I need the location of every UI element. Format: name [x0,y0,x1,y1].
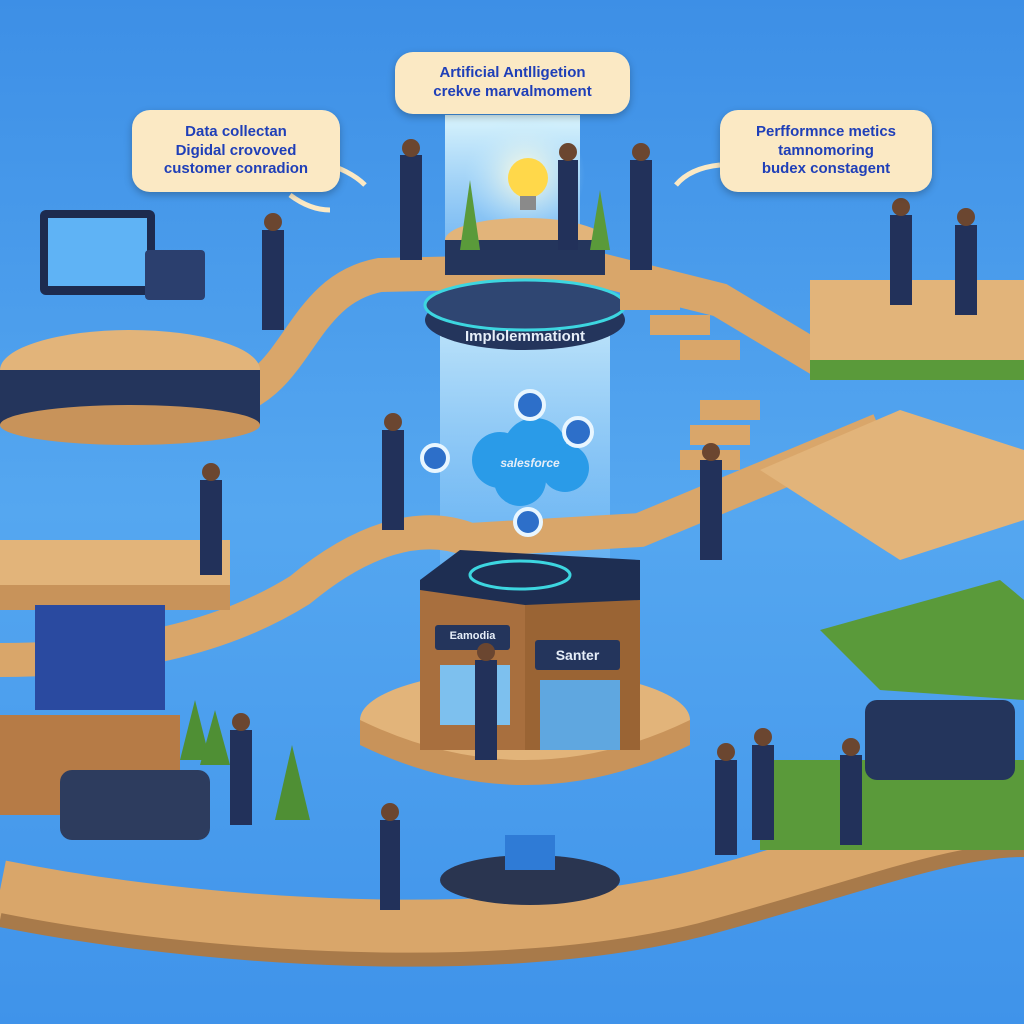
store-side-sign: Eamodia [449,630,496,642]
person [752,745,774,840]
callout-data-collection: Data collectan Digidal crovoved customer… [132,110,340,192]
app-icon [514,389,546,421]
lightbulb-icon [508,158,548,198]
platform-left-middle [0,540,230,590]
person [700,460,722,560]
person [630,160,652,270]
platform-performance [810,280,1024,370]
pickup-truck-left [60,770,210,840]
person [558,160,578,250]
person [955,225,977,315]
store-front-sign: Santer [555,647,600,663]
callout-perf-line1: Perfformnce metics [755,122,897,140]
person [262,230,284,330]
callout-perf-line3: budex constagent [761,160,891,178]
app-icon [513,507,543,537]
callout-data-line3: customer conradion [163,160,309,178]
callout-perf-line2: tamnomoring [778,141,874,159]
callout-data-line1: Data collectan [185,122,287,140]
person [715,760,737,855]
implementation-sign: Implolemmationt [464,328,585,345]
app-icon [420,443,450,473]
platform-analytics [760,410,1024,560]
person [475,660,497,760]
callout-ai-line2: crekve marvalmoment [433,83,592,100]
callout-data-line2: Digidal crovoved [175,141,297,159]
person [400,155,422,260]
app-icon [562,416,594,448]
cloud-label: salesforce [500,456,560,470]
callout-ai: Artificial Antlligetion crekve marvalmom… [395,52,630,114]
person [890,215,912,305]
platform-garden [820,580,1024,700]
device-pedestal [440,855,620,905]
person [230,730,252,825]
callout-performance: Perfformnce metics tamnomoring budex con… [720,110,932,192]
person [840,755,862,845]
pickup-truck-right [865,700,1015,780]
callout-ai-line1: Artificial Antlligetion [439,64,586,82]
salesforce-cloud-icon [472,418,589,506]
laptop [505,835,555,870]
person [200,480,222,575]
person [382,430,404,530]
cube-display [35,605,165,710]
person [380,820,400,910]
